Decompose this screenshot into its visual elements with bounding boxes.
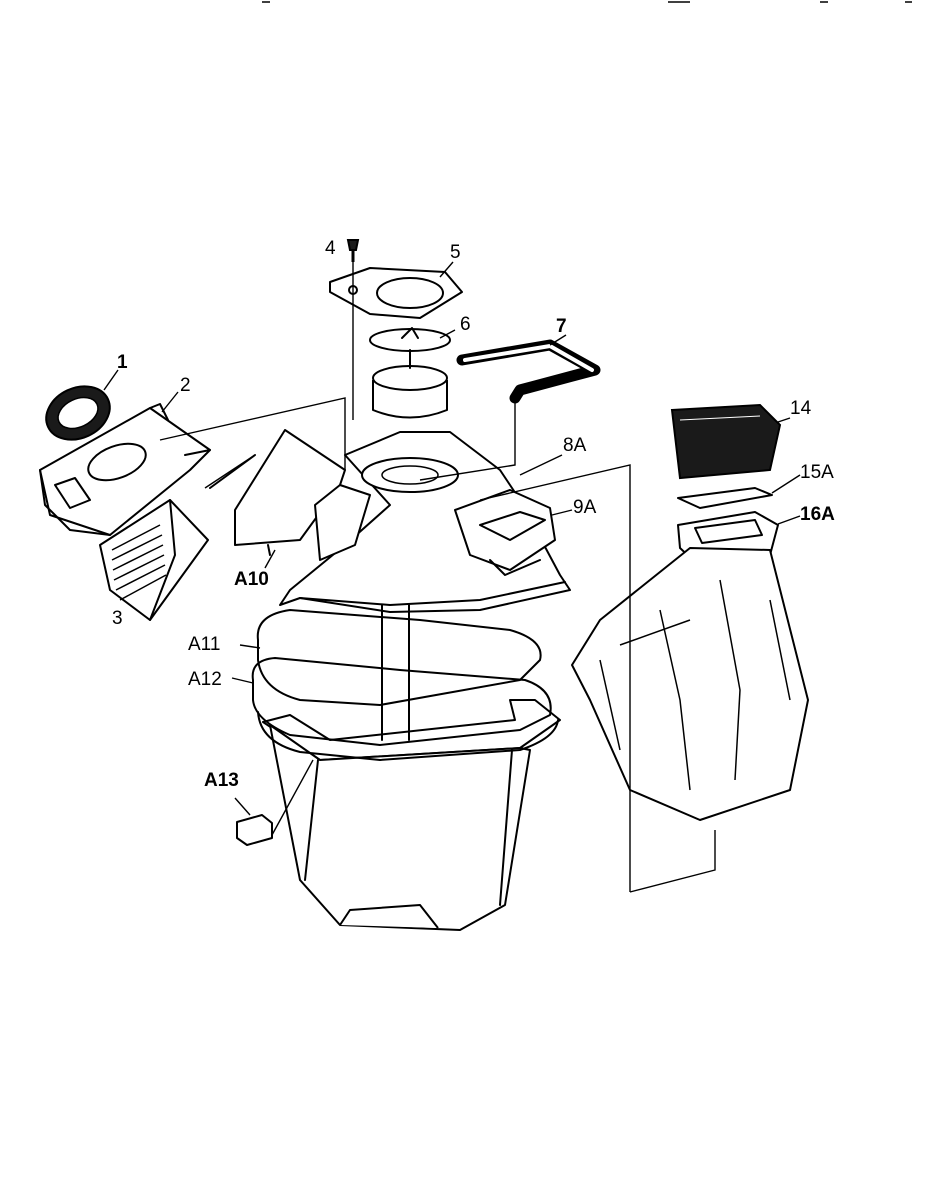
part-8a-9a-float-cage (454, 489, 556, 576)
tank-body (262, 604, 561, 931)
part-a10-deflector (209, 429, 371, 561)
label-part-a12: A12 (188, 669, 222, 690)
motor-unit (372, 349, 448, 419)
part-15a-gasket-frame (677, 487, 773, 509)
assembly-guide-lines (159, 262, 716, 893)
filter-bag (571, 547, 809, 821)
label-part-16a: 16A (800, 504, 835, 525)
label-part-2: 2 (180, 375, 191, 396)
part-7-handle (456, 339, 601, 404)
part-14-filter-cartridge (670, 403, 782, 480)
label-part-15a: 15A (800, 462, 834, 483)
label-part-14: 14 (790, 398, 812, 419)
label-leaders (103, 261, 801, 816)
label-part-3: 3 (112, 608, 123, 629)
label-part-6: 6 (460, 314, 471, 335)
part-6-fan-disc (369, 327, 451, 352)
label-part-a10: A10 (234, 569, 269, 590)
label-part-8a: 8A (563, 435, 587, 456)
label-part-1: 1 (117, 352, 128, 373)
label-part-7: 7 (556, 316, 567, 337)
part-1-ring-gasket (45, 385, 111, 441)
part-a11-a12-gaskets (251, 609, 559, 761)
label-part-5: 5 (450, 242, 461, 263)
part-a13-clip (236, 814, 273, 846)
label-part-a13: A13 (204, 770, 239, 791)
part-3-filter-basket (99, 499, 209, 621)
label-part-9a: 9A (573, 497, 597, 518)
label-part-4: 4 (325, 238, 336, 259)
part-2-intake-housing (39, 403, 211, 536)
label-part-a11: A11 (188, 634, 220, 655)
part-4-screw (346, 239, 360, 262)
